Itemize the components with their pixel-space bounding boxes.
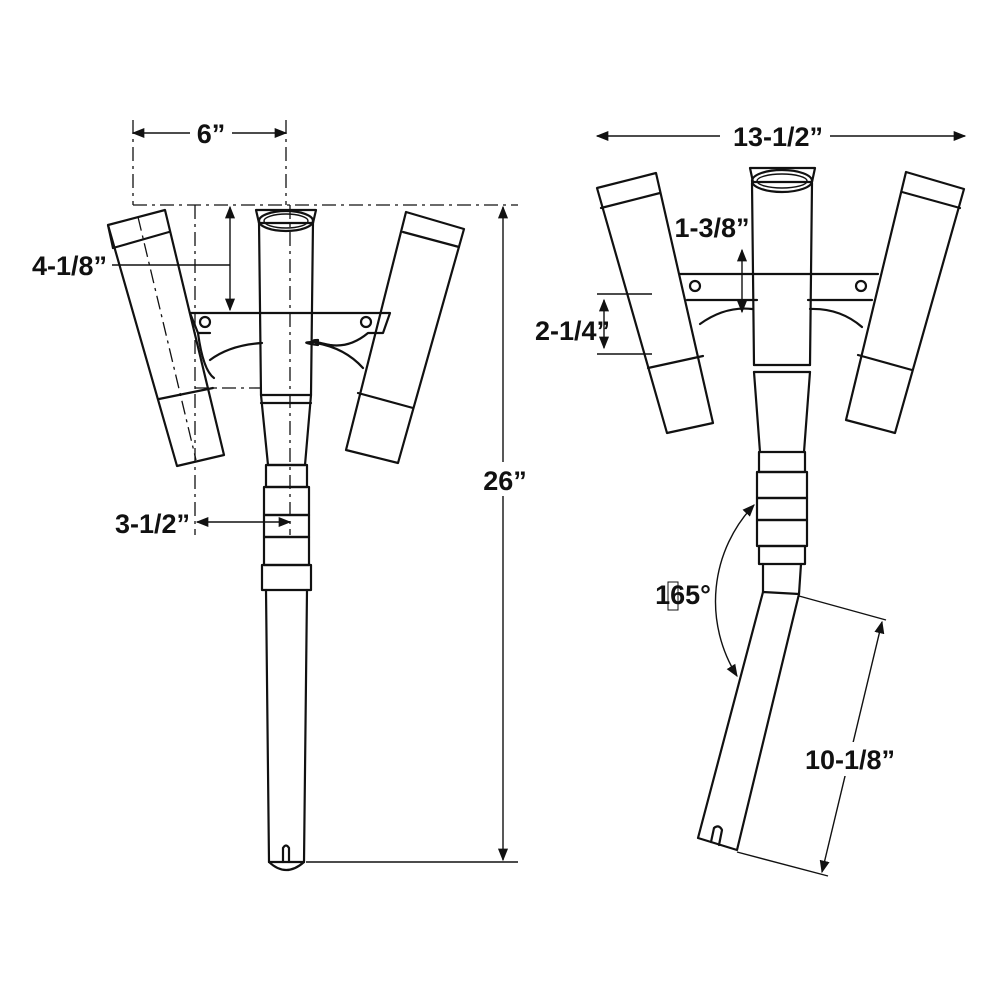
dim-side-bracket-drop: 1-3/8”: [674, 213, 750, 314]
dim-front-height: 26”: [306, 205, 530, 863]
side-left-tube: [595, 171, 715, 435]
dim-side-angle: 165°: [655, 504, 755, 678]
side-bracket: [678, 272, 880, 329]
label-side-lower-length: 10-1/8”: [805, 745, 895, 775]
side-center-tube: [696, 166, 817, 852]
front-center-tube: [254, 208, 318, 872]
dim-front-holder-depth: 4-1/8”: [32, 205, 236, 312]
label-side-band: 2-1/4”: [535, 316, 610, 346]
dim-side-lower-length: 10-1/8”: [736, 595, 900, 877]
label-side-angle: 165°: [655, 580, 711, 610]
label-side-width: 13-1/2”: [733, 122, 823, 152]
side-view: 13-1/2”: [535, 120, 967, 877]
side-right-tube: [844, 170, 966, 435]
front-left-tube: [106, 208, 226, 468]
label-side-bracket-drop: 1-3/8”: [674, 213, 749, 243]
front-right-tube: [344, 210, 466, 465]
front-view: 6” 4-1/8” 3-1/2” 26”: [32, 117, 530, 872]
dim-front-width: 6”: [131, 117, 288, 149]
label-front-width: 6”: [197, 119, 226, 149]
dim-side-band: 2-1/4”: [535, 293, 652, 355]
label-front-offset: 3-1/2”: [115, 509, 190, 539]
label-front-height: 26”: [483, 466, 527, 496]
label-front-holder-depth: 4-1/8”: [32, 251, 107, 281]
dim-front-offset: 3-1/2”: [115, 509, 292, 539]
front-bracket: [188, 311, 392, 380]
dim-side-width: 13-1/2”: [595, 120, 967, 152]
